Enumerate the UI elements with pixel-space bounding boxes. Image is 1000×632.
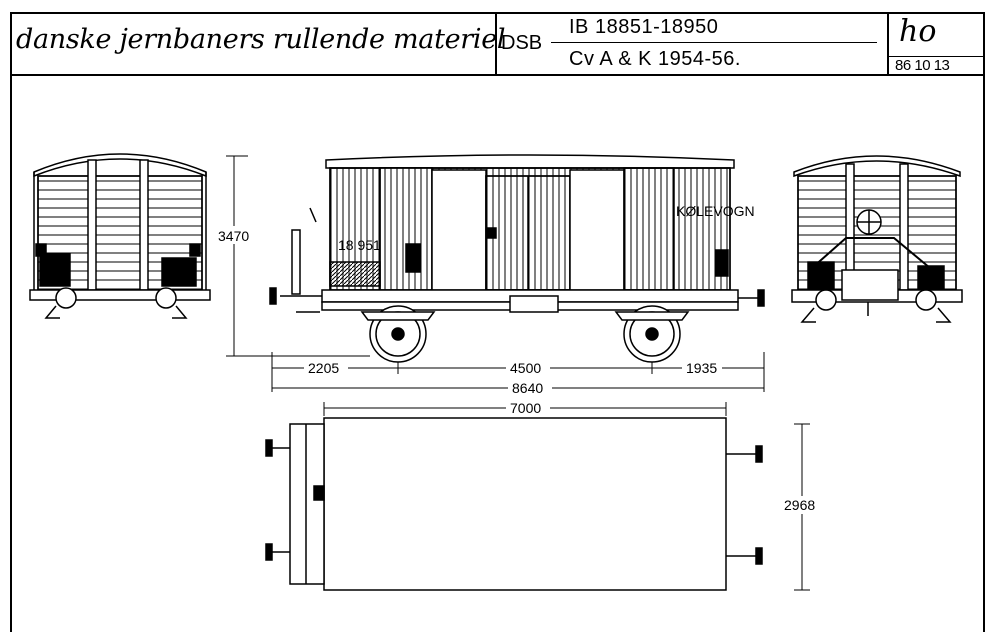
end-view-left [29,153,211,319]
dim-body-length: 7000 [510,400,541,416]
dim-width: 2968 [784,497,815,513]
dim-length-over-buffers: 8640 [512,380,543,396]
operator-label: DSB [501,32,543,54]
series-title: danske jernbaners rullende materiel [16,24,506,55]
title-cell: danske jernbaners rullende materiel [10,12,506,74]
dim-overhang-right: 1935 [686,360,717,376]
dim-overhang-left: 2205 [308,360,339,376]
builder-years: Cv A & K 1954-56. [569,48,741,70]
side-view [269,154,765,363]
info-divider [551,42,877,43]
drawing-date: 86 10 13 [895,57,950,74]
scale-divider [889,56,983,57]
wagon-info-cell: DSB IB 18851-18950 Cv A & K 1954-56. [497,12,889,74]
end-view-right [791,155,963,323]
top-view [265,417,763,591]
side-number-marking: 18 951 [338,237,381,253]
scale-label: ho [899,14,937,49]
dim-height: 3470 [218,228,249,244]
wagon-numbers: IB 18851-18950 [569,16,719,38]
side-destination-marking: KØLEVOGN [676,203,755,219]
dim-wheelbase: 4500 [510,360,541,376]
title-block: danske jernbaners rullende materiel DSB … [10,12,985,76]
scale-cell: ho 86 10 13 [889,12,983,74]
sheet-border [10,12,985,632]
